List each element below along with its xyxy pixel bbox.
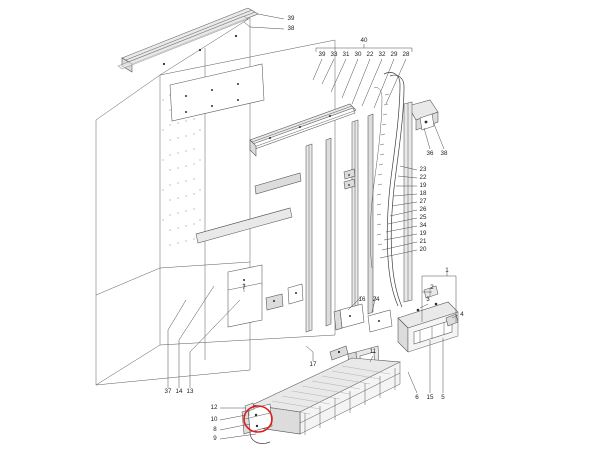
callout-18: 18 [419, 189, 427, 197]
callout-5: 5 [441, 393, 445, 401]
mid-left-panel [227, 264, 263, 328]
callout-23: 23 [419, 165, 427, 173]
callout-10: 10 [210, 415, 218, 423]
callout-25: 25 [419, 213, 427, 221]
right-vertical-tube [403, 101, 413, 303]
diagonal-long-bar [195, 207, 293, 244]
callout-2: 2 [430, 283, 434, 291]
callout-33: 33 [330, 50, 338, 58]
callout-26: 26 [419, 205, 427, 213]
callout-16: 16 [358, 295, 366, 303]
callout-32: 32 [378, 50, 386, 58]
callout-27: 27 [419, 197, 427, 205]
callout-34: 34 [419, 221, 427, 229]
callout-1: 1 [445, 266, 449, 274]
highlight-ellipse [243, 405, 273, 433]
secondary-diagonal-bar [254, 172, 302, 195]
callout-4: 4 [460, 310, 464, 318]
condenser-top-fitting [329, 345, 349, 361]
callout-13: 13 [186, 387, 194, 395]
sloped-condenser-unit [251, 357, 402, 435]
callout-22-top: 22 [366, 50, 374, 58]
callout-40: 40 [360, 36, 368, 44]
callout-36-right: 36 [426, 149, 434, 157]
callout-9: 9 [213, 434, 217, 442]
callout-14: 14 [175, 387, 183, 395]
callout-39: 39 [318, 50, 326, 58]
callout-7: 7 [242, 283, 246, 291]
top-right-bracket [407, 99, 439, 131]
callout-37: 37 [164, 387, 172, 395]
right-lower-housing [397, 301, 459, 353]
callout-19-a: 19 [419, 181, 427, 189]
callout-29: 29 [390, 50, 398, 58]
callout-19-b: 19 [419, 229, 427, 237]
callout-39-top: 39 [287, 14, 295, 22]
post-clamps [343, 168, 356, 190]
vertical-posts [305, 113, 374, 333]
callout-38-top: 38 [287, 24, 295, 32]
top-rail-assembly [117, 7, 259, 73]
callout-15: 15 [426, 393, 434, 401]
callout-31: 31 [342, 50, 350, 58]
callout-17: 17 [309, 360, 317, 368]
callout-6: 6 [415, 393, 419, 401]
main-angled-rail [249, 103, 357, 157]
callout-28: 28 [402, 50, 410, 58]
callout-38-right: 38 [440, 149, 448, 157]
upper-flat-panel [169, 63, 265, 122]
callout-12: 12 [210, 403, 218, 411]
callout-30: 30 [354, 50, 362, 58]
callout-8: 8 [213, 425, 217, 433]
callout-11: 11 [369, 347, 377, 355]
callout-21: 21 [419, 237, 427, 245]
callout-3: 3 [426, 295, 430, 303]
leader-lines [167, 13, 459, 440]
center-brackets [333, 303, 393, 333]
callout-20: 20 [419, 245, 427, 253]
mid-small-components [265, 283, 304, 311]
callout-22: 22 [419, 173, 427, 181]
callout-24: 24 [372, 295, 380, 303]
flexible-hose [376, 72, 405, 308]
inner-hose [370, 87, 383, 269]
cabinet-outline [95, 17, 336, 386]
